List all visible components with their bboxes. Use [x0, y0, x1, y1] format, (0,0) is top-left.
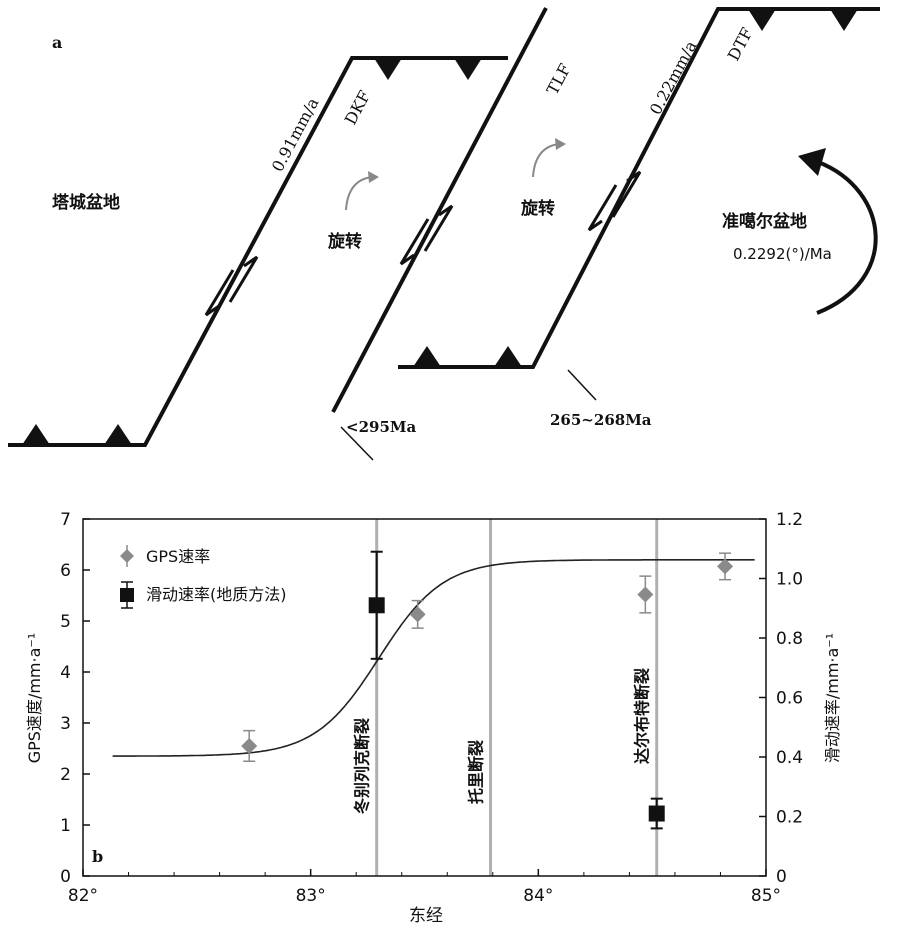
- rotation-arrow-1: [345, 176, 373, 211]
- slip-point: [368, 597, 385, 614]
- rotation-label-2: 旋转: [520, 198, 555, 219]
- y2-tick-label: 0: [776, 867, 787, 887]
- gps-point: [241, 737, 258, 754]
- legend-slip-marker: [120, 588, 134, 602]
- fault-dkf-block: [8, 56, 508, 447]
- thrust-tooth: [104, 424, 132, 445]
- y-tick-label: 7: [60, 510, 71, 530]
- data-marks: [241, 550, 734, 830]
- gps-point: [717, 558, 734, 575]
- panel-a: a: [8, 7, 880, 461]
- x-tick-label: 85°: [751, 886, 781, 906]
- slip-arrow-dkf-down: [204, 269, 235, 317]
- slip-point: [648, 805, 665, 822]
- y-tick-label: 6: [60, 561, 71, 581]
- legend-gps-label: GPS速率: [146, 547, 210, 566]
- fault-dkf-label: DKF: [341, 87, 375, 128]
- y2-tick-label: 1.2: [776, 510, 803, 530]
- fault-dtf-trace: [398, 7, 880, 369]
- leader-line-dtf-age: [567, 369, 597, 401]
- thrust-teeth-dtf: [413, 9, 858, 367]
- rotation-arrows: [345, 138, 566, 211]
- slip-arrow-dkf-up: [228, 255, 259, 303]
- slip-arrow-dtf-down: [587, 184, 618, 232]
- fault-label-darbut: 达尔布特断裂: [633, 668, 652, 764]
- rotation-label-1: 旋转: [327, 231, 362, 252]
- basin-tacheng-label: 塔城盆地: [52, 192, 120, 213]
- legend: GPS速率 滑动速率(地质方法): [120, 545, 287, 609]
- fault-label-tuoli: 托里断裂: [466, 740, 485, 804]
- legend-gps-marker: [120, 549, 134, 563]
- thrust-tooth: [454, 58, 482, 80]
- slip-arrows: [204, 170, 642, 317]
- x-axis-title: 东经: [409, 906, 443, 926]
- gps-point: [637, 586, 654, 603]
- age-dtf-label: 265~268Ma: [550, 411, 652, 429]
- y2-tick-label: 0.8: [776, 629, 803, 649]
- rotation-arrow-2-head: [555, 138, 566, 150]
- y-tick-label: 0: [60, 867, 71, 887]
- y-tick-label: 3: [60, 714, 71, 734]
- plot-frame: [82, 518, 767, 877]
- thrust-teeth-dkf: [22, 58, 482, 445]
- x-tick-label: 84°: [523, 886, 553, 906]
- fault-dtf-label: DTF: [724, 24, 757, 63]
- fault-dtf-block: [398, 7, 880, 369]
- slip-arrow-tlf-down: [399, 218, 430, 266]
- y2-tick-label: 0.6: [776, 689, 803, 709]
- y-tick-label: 4: [60, 663, 71, 683]
- fault-label-dongbieliek: 冬别列克断裂: [353, 718, 372, 814]
- y-tick-label: 5: [60, 612, 71, 632]
- y2-axis-title: 滑动速率/mm·a⁻¹: [823, 633, 842, 763]
- y2-tick-label: 0.2: [776, 808, 803, 828]
- fault-tlf-trace: [331, 7, 548, 413]
- y-axis-title: GPS速度/mm·a⁻¹: [25, 633, 44, 764]
- x-tick-label: 83°: [296, 886, 326, 906]
- panel-b-chart: 82°83°84°85°0123456700.20.40.60.81.01.2 …: [25, 510, 842, 926]
- fault-dkf-trace: [8, 56, 508, 447]
- age-tlf-label: <295Ma: [346, 418, 416, 436]
- y2-tick-label: 0.4: [776, 748, 803, 768]
- gps-point: [409, 606, 426, 623]
- y-tick-label: 2: [60, 765, 71, 785]
- junggar-rotation-arrow-head: [798, 148, 826, 176]
- rate-dtf-label: 0.22mm/a: [646, 37, 701, 118]
- fault-lines: [375, 519, 659, 876]
- y-tick-label: 1: [60, 816, 71, 836]
- fit-curve: [112, 559, 755, 757]
- junggar-rotation-arrow: [816, 160, 878, 315]
- thrust-tooth: [22, 424, 50, 445]
- slip-arrow-tlf-up: [423, 204, 454, 252]
- panel-a-label: a: [52, 33, 62, 52]
- y2-tick-label: 1.0: [776, 570, 803, 590]
- junggar-rotation-rate: 0.2292(°)/Ma: [733, 245, 832, 263]
- slip-arrow-dtf-up: [611, 170, 642, 218]
- rotation-arrow-1-head: [368, 171, 379, 183]
- legend-slip-label: 滑动速率(地质方法): [146, 585, 287, 604]
- thrust-tooth: [830, 9, 858, 31]
- thrust-tooth: [374, 58, 402, 80]
- leader-line-tlf-age: [340, 426, 374, 461]
- thrust-tooth: [494, 346, 522, 367]
- thrust-tooth: [413, 346, 441, 367]
- thrust-tooth: [748, 9, 776, 31]
- x-tick-label: 82°: [68, 886, 98, 906]
- panel-b-label: b: [92, 847, 103, 866]
- fault-tlf-label: TLF: [543, 60, 575, 98]
- basin-junggar-label: 准噶尔盆地: [722, 211, 807, 232]
- rotation-arrow-2: [532, 143, 560, 178]
